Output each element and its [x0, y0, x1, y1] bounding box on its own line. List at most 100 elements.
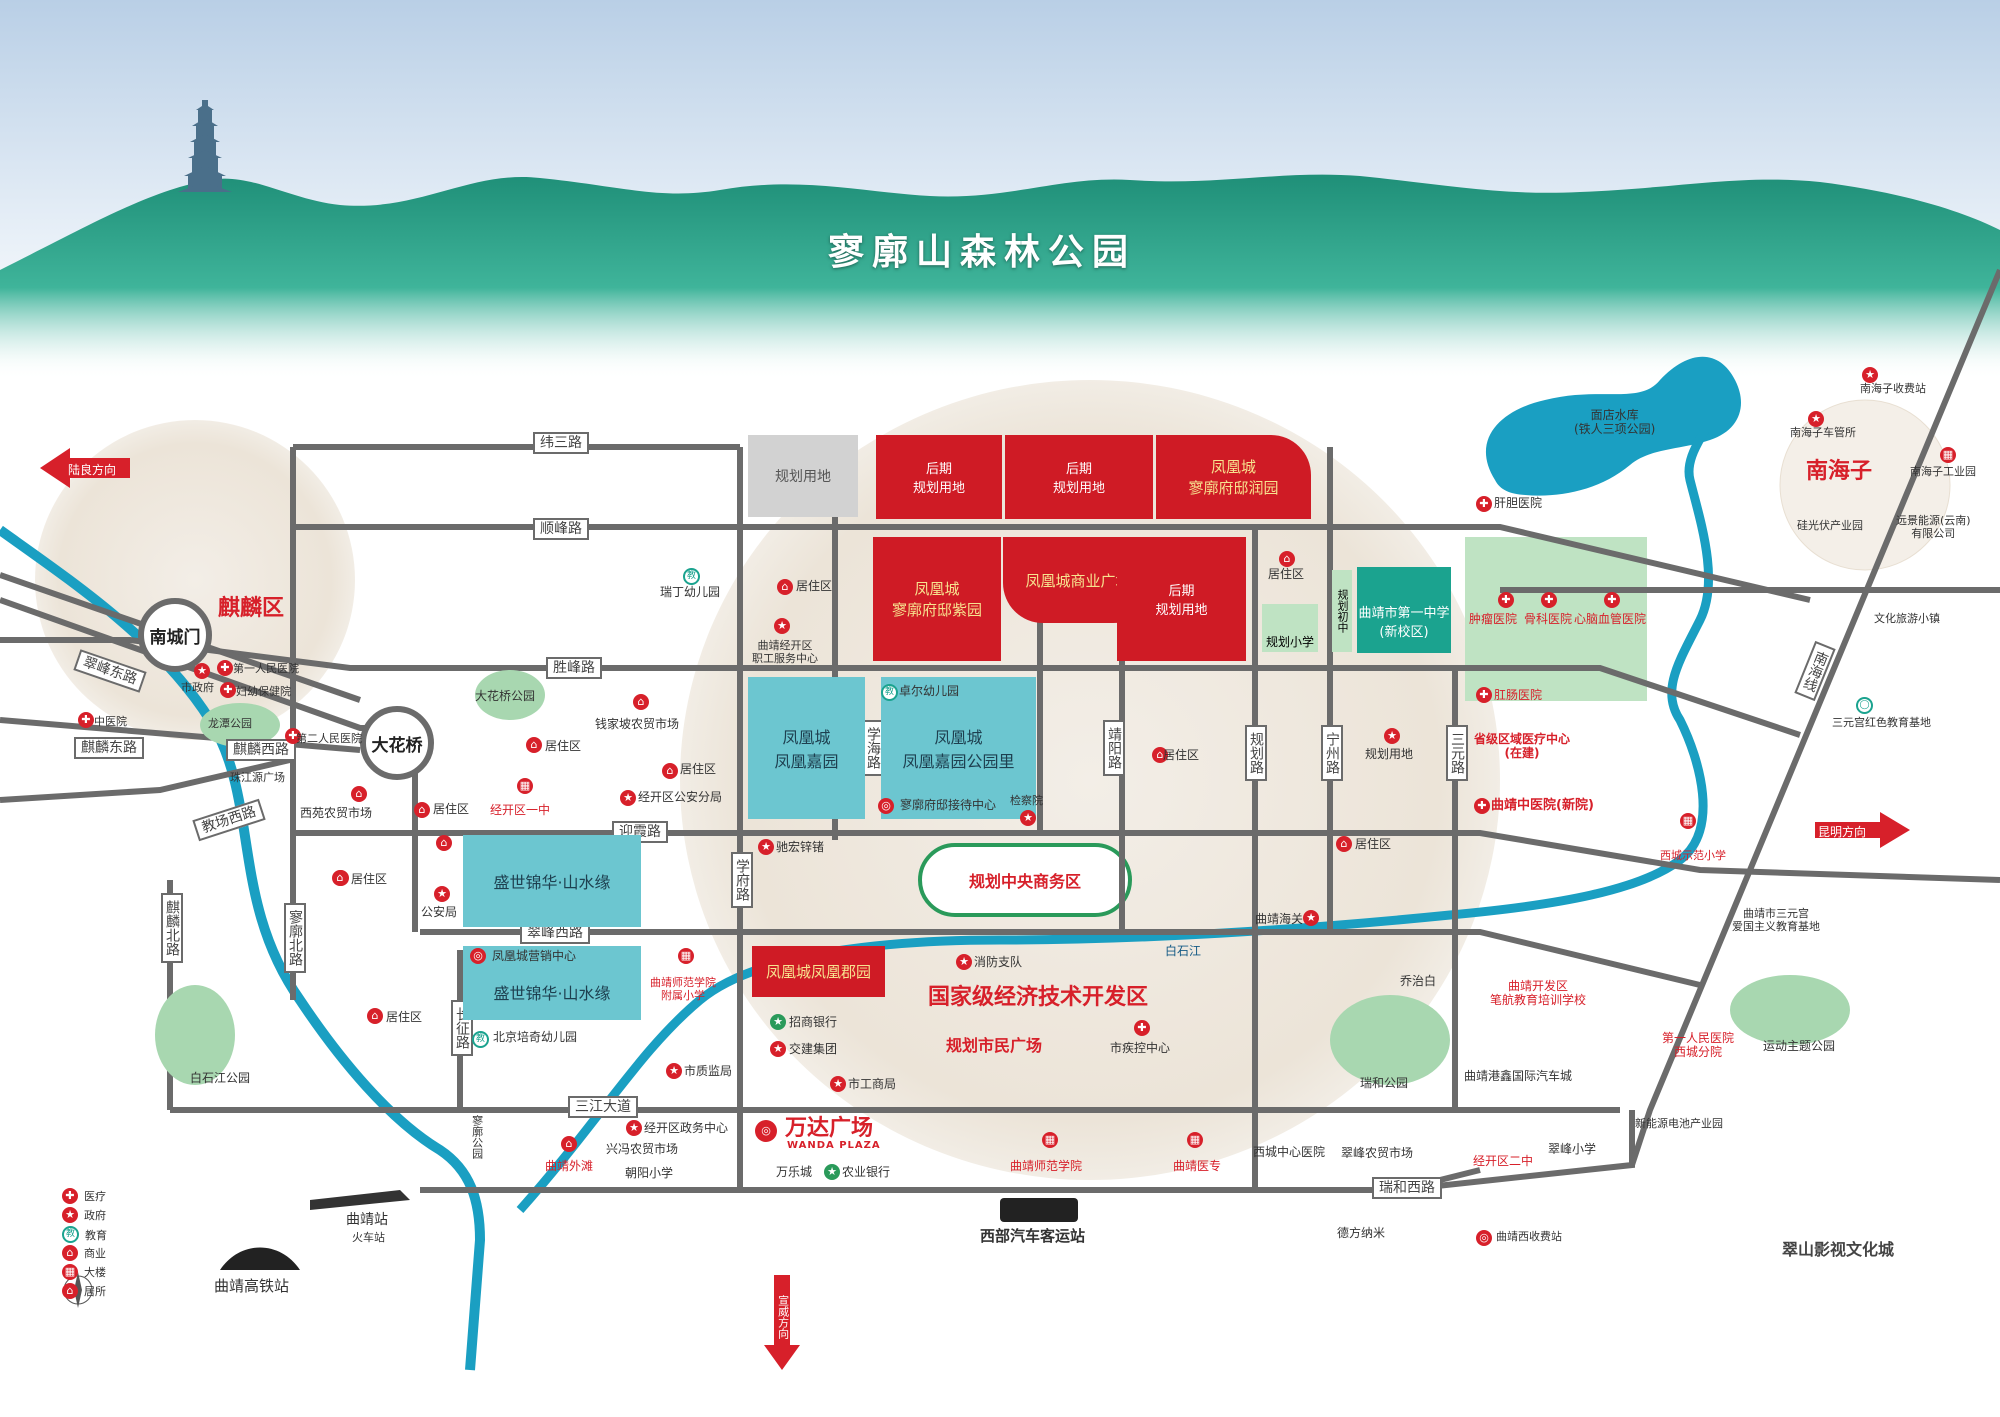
hospital-icon: ✚ [217, 660, 233, 676]
poi-gandan: 肝胆医院 [1494, 496, 1543, 510]
poi-longtan-park: 龙潭公园 [208, 717, 252, 730]
poi-qjkfq-service: 曲靖经开区 职工服务中心 [752, 639, 818, 665]
cbd-outline [918, 843, 1132, 917]
jiayuan-label: 凤凰城 凤凰嘉园 [774, 728, 839, 771]
poi-training-school: 曲靖开发区 笔航教育培训学校 [1490, 979, 1587, 1007]
toll-icon: ◎ [1476, 1230, 1492, 1246]
poi-guihua-yongdi: 规划用地 [1365, 747, 1414, 761]
hospital-icon: ✚ [1604, 592, 1620, 608]
poi-sanyuangong: 曲靖市三元宫 爱国主义教育基地 [1732, 907, 1820, 933]
poi-fuyou: 妇幼保健院 [236, 685, 291, 698]
commerce-icon: ⌂ [561, 1136, 577, 1152]
guihua-school-label: 规划小学 [1265, 634, 1314, 649]
government-icon: ★ [434, 886, 450, 902]
commerce-label: 凤凰城商业广场 [1025, 571, 1131, 590]
mountain-range [0, 174, 2000, 380]
road-shengfeng: 胜峰路 [546, 657, 602, 679]
poi-xiaofang: 消防支队 [974, 955, 1023, 969]
no1-school-label: 曲靖市第一中学 (新校区) [1358, 606, 1450, 640]
poi-gangxin: 曲靖港鑫国际汽车城 [1464, 1069, 1573, 1083]
block-guihua-middle: 规划初中 [1332, 570, 1352, 652]
legend-label: 商业 [84, 1247, 106, 1260]
poi-juzhu-1: 居住区 [796, 579, 833, 593]
road-qilin-east: 麒麟东路 [74, 737, 144, 759]
poi-zhujiang-square: 珠江源广场 [230, 771, 285, 784]
poi-wanle: 万乐城 [776, 1165, 813, 1179]
poi-juzhu-6: 居住区 [386, 1010, 423, 1024]
hospital-icon: ✚ [220, 682, 236, 698]
poi-kfq-school2: 经开区二中 [1473, 1154, 1534, 1168]
poi-medical-college: 曲靖医专 [1173, 1159, 1222, 1173]
nanhaizi-halo [1779, 399, 1951, 571]
hospital-icon: ✚ [1498, 592, 1514, 608]
legend-label: 教育 [85, 1228, 107, 1242]
poi-bone: 骨科医院 [1524, 612, 1573, 626]
road-sanjiang: 三江大道 [568, 1096, 638, 1118]
road-liaokuo: 寥廓北路 [284, 903, 306, 973]
government-icon: ★ [1808, 411, 1824, 427]
block-houqi-2: 后期 规划用地 [1005, 435, 1153, 519]
poi-train-station: 火车站 [352, 1231, 385, 1244]
legend-label: 政府 [84, 1209, 106, 1222]
poi-new-energy: 新能源电池产业园 [1635, 1117, 1723, 1130]
poi-xingfeng-market: 兴冯农贸市场 [606, 1142, 679, 1156]
poi-xicheng-school: 西城示范小学 [1660, 849, 1726, 862]
government-icon: ★ [1303, 910, 1319, 926]
government-icon: ★ [1020, 810, 1036, 826]
poi-wanda-en: WANDA PLAZA [787, 1140, 881, 1151]
poi-sanyuan-base: 三元宫红色教育基地 [1832, 716, 1931, 729]
sales-icon: ◎ [470, 948, 486, 964]
poi-qiaozhibai: 乔治白 [1400, 974, 1437, 988]
district-econ: 国家级经济技术开发区 [928, 985, 1149, 1010]
block-fhc-jiayuan: 凤凰城 凤凰嘉园 [748, 677, 865, 819]
pagoda-icon [178, 100, 232, 192]
residence-icon: ⌂ [1336, 836, 1352, 852]
poi-normal-school: 曲靖师范学院 附属小学 [650, 976, 716, 1002]
hospital-icon: ✚ [1476, 687, 1492, 703]
reservoir [1485, 356, 1742, 496]
poi-juzhu-3: 居住区 [680, 762, 717, 776]
commerce-icon: ⌂ [633, 694, 649, 710]
poi-school-no1: 经开区一中 [490, 803, 551, 817]
poi-gov-center: 经开区政务中心 [644, 1121, 729, 1135]
block-houqi-1: 后期 规划用地 [876, 435, 1002, 519]
block-cbd: 规划中央商务区 [920, 845, 1130, 915]
hospital-icon: ✚ [62, 1188, 78, 1204]
poi-jianchayuan: 检察院 [1010, 794, 1043, 807]
poi-yuanjing: 远景能源(云南) 有限公司 [1896, 514, 1971, 540]
poi-xicheng-hosp: 西城中心医院 [1253, 1145, 1326, 1159]
block-houqi-3: 后期 规划用地 [1117, 537, 1246, 661]
government-icon: ★ [626, 1120, 642, 1136]
poi-baishijiang: 白石江 [1165, 944, 1202, 958]
poi-heart: 心脑血管医院 [1574, 612, 1647, 626]
poi-juzhu-5: 居住区 [351, 872, 388, 886]
poi-zhuoer-kg: 卓尔幼儿园 [899, 684, 960, 698]
legend-row: ★政府 [62, 1207, 106, 1223]
building-icon: ▦ [517, 778, 533, 794]
poi-juzhu-8: 居住区 [1268, 567, 1305, 581]
hsr-icon [220, 1247, 300, 1270]
poi-jiaojian: 交建集团 [789, 1042, 838, 1056]
houqi3-label: 后期 规划用地 [1155, 584, 1208, 618]
page-title: 寥廓山森林公园 [828, 232, 1137, 273]
jiayuan-park-label: 凤凰城 凤凰嘉园公园里 [902, 728, 1015, 771]
poi-cuishan: 翠山影视文化城 [1782, 1240, 1895, 1259]
poi-nhz-toll: 南海子收费站 [1860, 382, 1926, 395]
poi-shizhengfu: 市政府 [181, 681, 214, 694]
poi-tcm-new: 曲靖中医院(新院) [1491, 798, 1594, 813]
poi-zhaoshang: 招商银行 [789, 1015, 838, 1029]
poi-normal-univ: 曲靖师范学院 [1010, 1159, 1083, 1173]
government-icon: ★ [830, 1076, 846, 1092]
arrow-kunming [1815, 812, 1910, 848]
legend-label: 居所 [84, 1285, 106, 1298]
residence-icon: ⌂ [436, 835, 452, 851]
building-icon: ▦ [1187, 1132, 1203, 1148]
poi-qujing-waitan: 曲靖外滩 [545, 1159, 594, 1173]
yirun-label: 凤凰城 寥廓府邸润园 [1188, 458, 1279, 497]
poi-people-hosp2: 第二人民医院 [296, 732, 362, 745]
bus-icon [1000, 1198, 1078, 1222]
road-shunfeng: 顺峰路 [533, 518, 589, 540]
poi-civic-square: 规划市民广场 [946, 1036, 1043, 1055]
poi-cuifeng-market: 翠峰农贸市场 [1341, 1146, 1414, 1160]
